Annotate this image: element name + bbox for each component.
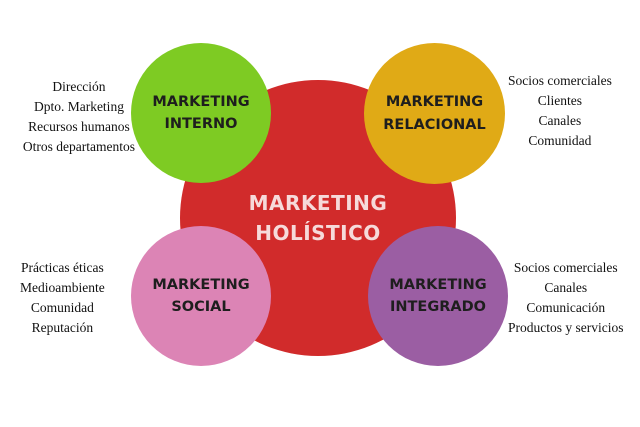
internal-marketing-label: MARKETING INTERNO: [152, 93, 250, 132]
list-item: Canales: [544, 280, 588, 295]
social-marketing-circle: MARKETING SOCIAL: [131, 226, 271, 366]
list-item: Recursos humanos: [28, 119, 130, 134]
list-item: Reputación: [31, 320, 94, 335]
internal-marketing-circle: MARKETING INTERNO: [131, 43, 271, 183]
integrated-marketing-label: MARKETING INTEGRADO: [389, 276, 487, 315]
social-marketing-label: MARKETING SOCIAL: [152, 276, 250, 315]
holistic-marketing-label: MARKETING HOLÍSTICO: [248, 191, 388, 245]
integrated-marketing-list: Socios comerciales Canales Comunicación …: [508, 258, 624, 338]
social-marketing-list: Prácticas éticas Medioambiente Comunidad…: [20, 258, 105, 338]
list-item: Canales: [538, 113, 582, 128]
list-item: Comunidad: [30, 300, 94, 315]
list-item: Prácticas éticas: [20, 260, 104, 275]
relational-marketing-circle: MARKETING RELACIONAL: [364, 43, 505, 184]
relational-marketing-label: MARKETING RELACIONAL: [383, 94, 486, 133]
list-item: Dirección: [52, 79, 106, 94]
list-item: Otros departamentos: [22, 139, 135, 154]
list-item: Socios comerciales: [513, 260, 618, 275]
list-item: Comunidad: [528, 133, 592, 148]
list-item: Medioambiente: [20, 280, 105, 295]
relational-marketing-list: Socios comerciales Clientes Canales Comu…: [508, 71, 612, 151]
internal-marketing-list: Dirección Dpto. Marketing Recursos human…: [23, 77, 135, 157]
list-item: Dpto. Marketing: [33, 99, 124, 114]
integrated-marketing-circle: MARKETING INTEGRADO: [368, 226, 508, 366]
list-item: Socios comerciales: [508, 73, 612, 88]
list-item: Clientes: [537, 93, 583, 108]
list-item: Comunicación: [526, 300, 606, 315]
list-item: Productos y servicios: [508, 320, 624, 335]
